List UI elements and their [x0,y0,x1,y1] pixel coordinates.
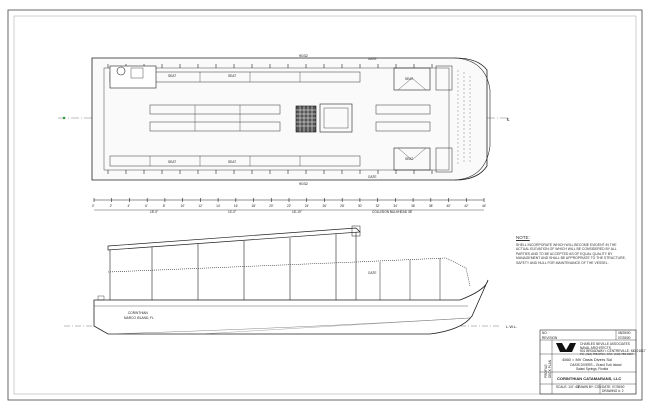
deck-vertical-label: DECK PLAN [548,359,552,378]
station-label: 44' [482,204,487,208]
station-label: 4' [127,204,130,208]
station-label: 6' [145,204,148,208]
hull-subname: MARCO ISLAND, FL [124,316,154,320]
client-name: CORINTHIAN CATAMARANS, LLC [557,376,621,381]
seat-label-6: SEAT [405,157,413,161]
seat-label-5: SEAT [405,77,413,81]
station-label: 2' [110,204,113,208]
rail-posts [107,64,433,174]
hatch-grid [295,105,317,133]
deck-plan: ℄ [58,53,510,186]
title-block [539,329,637,395]
rev-date: 08/28/00 [618,331,631,335]
outer-border [7,9,643,401]
station-label: 40' [447,204,452,208]
center-bench-port [149,104,281,115]
canopy-roof [107,227,361,251]
station-scale: 0' 2' 4' 6' 8' 10' 12' 14' 16' 18' 20' 22' 24' 26' 28'… [92,198,487,214]
project-sub: OASIS DIVERS – Grand Turk Island [570,363,622,367]
project-sub2: Salani Springs, Florida [576,367,608,371]
firm-phone: PH: (410) 758-9764 • FAX: (410) 758-1997 [580,352,634,356]
firm-sub: NAVAL ARCHITECTS [580,346,611,350]
fwd-seat-top [393,67,431,91]
station-label: 30' [358,204,363,208]
plan-gate-top: GATE [368,57,376,61]
plan-gate-bottom: GATE [368,175,376,179]
plan-label-top: 9032 [299,53,309,58]
firm-logo [556,343,576,352]
note-heading: NOTE: [516,235,530,240]
project-title: 4560 = MV Oasis Divers Sol [562,357,612,362]
profile-gate: GATE [368,271,376,275]
plan-label-bottom: 9032 [299,181,309,186]
firm-address: 501 BROADWAY • CENTREVILLE, MD 21617 [580,349,646,353]
station-label: 14' [216,204,221,208]
station-label: 36' [411,204,416,208]
station-label: 24' [305,204,310,208]
rev-label: REVISION [542,336,558,340]
station-label: 8' [163,204,166,208]
sheet-no: DRAWING #: 2 [602,389,624,393]
dim-seg-2: 14'-0" [228,210,236,214]
dim-seg-3: 16'-10" [292,210,302,214]
station-label: 26' [322,204,327,208]
waterline-label: L.W.L. [506,324,517,329]
rev-no: NO. [542,331,548,335]
station-label: 16' [234,204,239,208]
drawn-by: DRAWN BY: CSN [576,385,602,389]
dim-seg-1: 18'-0" [150,210,158,214]
rev-date2: 07/28/00 [618,336,631,340]
station-label: 42' [464,204,469,208]
station-label: 38' [429,204,434,208]
dim-seg-4: COLLISION BULKHEAD 38' [372,210,413,214]
profile-vertical-label: PROFILE [544,364,548,378]
station-label: 20' [269,204,274,208]
seat-label-4: SEAT [228,160,236,164]
station-label: 0' [92,204,95,208]
note-text: SHELL INCORPORATE WHICH WILL BECOME EVID… [516,242,626,265]
station-label: 28' [340,204,345,208]
profile-view: L.W.L. GATE CORINTHIAN MARCO ISLAND, FL [64,225,517,335]
hull-name: CORINTHIAN [128,311,149,315]
centerline-symbol: ℄ [506,117,510,122]
firm-name: CHARLES NEVILLE ASSOCIATES [580,342,630,346]
station-label: 12' [198,204,203,208]
deck-inner-outline [103,67,450,171]
center-bench-stbd [149,121,281,132]
station-label: 22' [287,204,292,208]
seat-label-2: SEAT [228,74,236,78]
station-label: 34' [393,204,398,208]
scale-text: SCALE: 1/4" = 1' [556,385,580,389]
helm-console [109,65,157,89]
hull-plan-outline [91,57,488,181]
fwd-seat-bottom [393,147,431,171]
general-note: NOTE: SHELL INCORPORATE WHICH WILL BECOM… [516,235,626,266]
station-label: 18' [252,204,257,208]
station-label: 10' [181,204,186,208]
hull-profile [93,279,489,335]
station-label: 32' [376,204,381,208]
seat-label-1: SEAT [168,74,176,78]
seat-label-3: SEAT [168,160,176,164]
date-text: DATE: 07/28/00 [602,385,625,389]
inner-border [13,15,637,395]
